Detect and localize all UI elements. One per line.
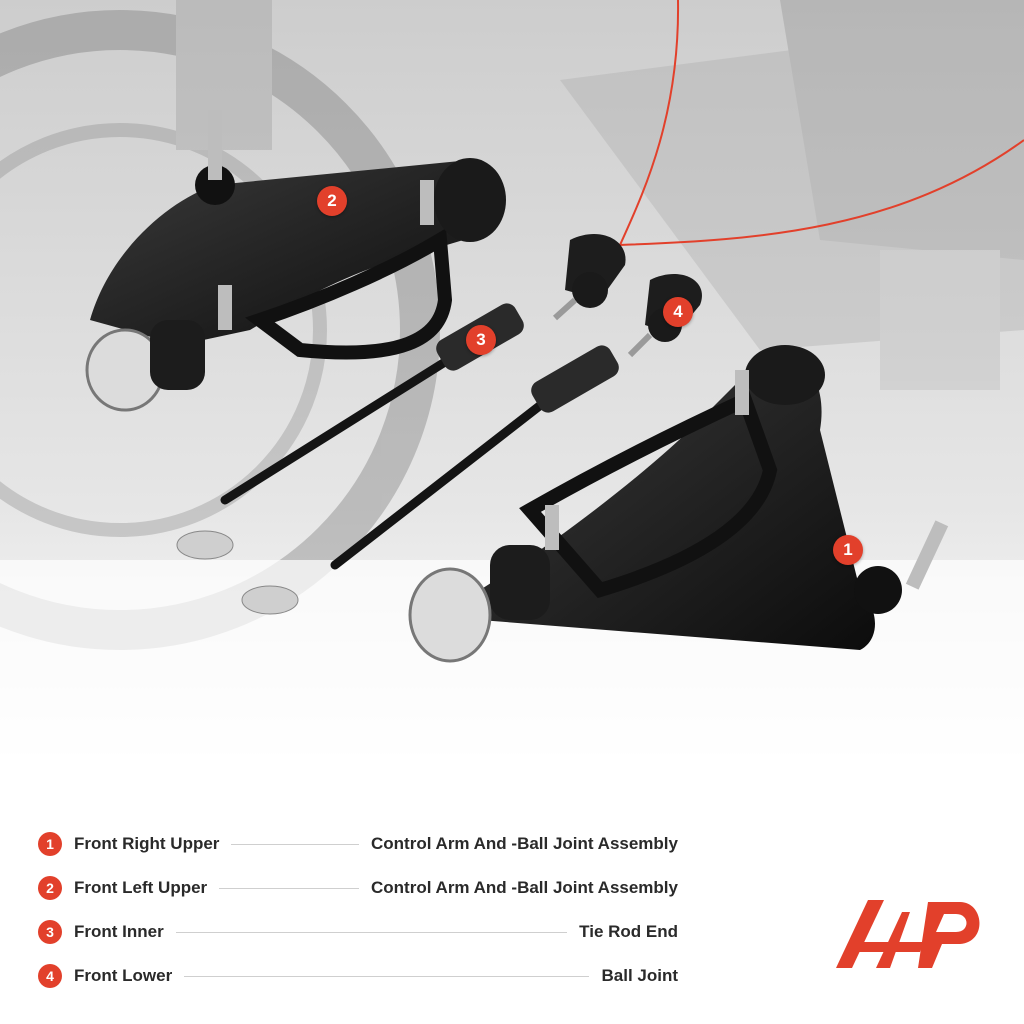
legend-row-1: 1 Front Right Upper Control Arm And -Bal…: [38, 822, 678, 866]
legend-description-2: Control Arm And -Ball Joint Assembly: [371, 878, 678, 897]
callout-2-number: 2: [327, 191, 337, 210]
legend-description-4: Ball Joint: [601, 966, 678, 985]
legend-divider-4: [184, 975, 590, 977]
right-upper-control-arm: [408, 345, 949, 663]
legend-description-1: Control Arm And -Ball Joint Assembly: [371, 834, 678, 853]
legend-badge-3: 3: [38, 920, 62, 944]
legend-row-2: 2 Front Left Upper Control Arm And -Ball…: [38, 866, 678, 910]
legend-divider-1: [231, 843, 360, 845]
legend-row-3: 3 Front Inner Tie Rod End: [38, 910, 678, 954]
left-upper-control-arm: [85, 110, 506, 412]
parts-legend: 1 Front Right Upper Control Arm And -Bal…: [38, 822, 678, 998]
callout-3-number: 3: [476, 330, 486, 349]
legend-row-4: 4 Front Lower Ball Joint: [38, 954, 678, 998]
brand-logo-icon: [832, 898, 988, 970]
legend-badge-2: 2: [38, 876, 62, 900]
legend-position-2: Front Left Upper: [74, 878, 208, 897]
callout-4: 4: [663, 297, 693, 327]
legend-divider-2: [219, 887, 360, 889]
brand-logo-mark: [836, 900, 980, 968]
legend-badge-1: 1: [38, 832, 62, 856]
product-scene: 1 2 3 4: [0, 0, 1024, 780]
callout-1: 1: [833, 535, 863, 565]
inner-tie-rods: [176, 303, 619, 615]
legend-position-1: Front Right Upper: [74, 834, 220, 853]
product-illustration: [0, 0, 1024, 780]
legend-position-4: Front Lower: [74, 966, 173, 985]
callout-3: 3: [466, 325, 496, 355]
legend-badge-4: 4: [38, 964, 62, 988]
callout-4-number: 4: [673, 302, 683, 321]
legend-divider-3: [175, 931, 568, 933]
detail-highlight-ring: [618, 0, 1024, 247]
callout-1-number: 1: [843, 540, 853, 559]
legend-description-3: Tie Rod End: [579, 922, 678, 941]
wheel-well-background: [0, 0, 1024, 650]
legend-position-3: Front Inner: [74, 922, 164, 941]
callout-2: 2: [317, 186, 347, 216]
